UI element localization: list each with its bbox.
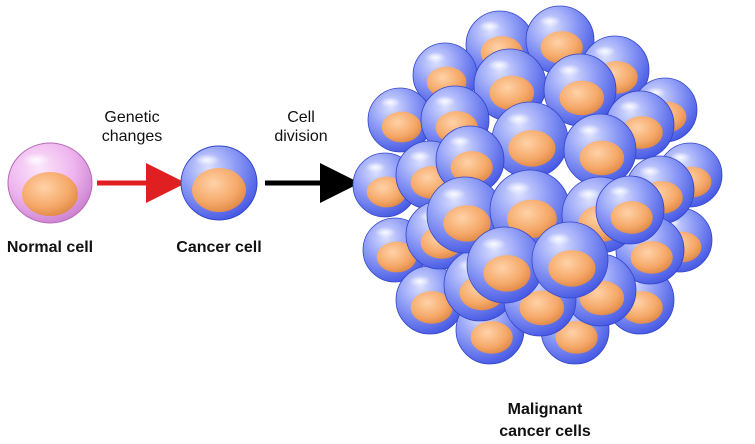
malignant-cells-line1: Malignant (507, 401, 583, 418)
malignant-cell-icon (531, 221, 609, 299)
malignant-cell-icon (367, 87, 433, 153)
malignant-cell-icon (595, 175, 665, 245)
normal-cell-label-text: Normal cell (6, 239, 94, 256)
normal-cell-icon (7, 142, 93, 224)
malignant-cell-cluster (352, 5, 723, 365)
genetic-changes-label: Genetic changes (82, 108, 182, 146)
cell-division-line1: Cell (287, 109, 315, 126)
malignant-cells-line2: cancer cells (499, 422, 591, 440)
cancer-cell-icon (180, 145, 258, 221)
genetic-changes-line2: changes (101, 128, 163, 146)
malignant-cell-icon (491, 101, 569, 179)
normal-cell-label: Normal cell (0, 238, 100, 257)
malignant-cells-label: Malignant cancer cells (470, 399, 620, 442)
cell-division-line2: division (274, 128, 328, 146)
malignant-cell-icon (543, 53, 617, 127)
cell-division-label: Cell division (255, 108, 347, 146)
cancer-cell-label-text: Cancer cell (176, 239, 262, 256)
genetic-changes-line1: Genetic (104, 109, 160, 126)
malignant-cell-icon (563, 113, 637, 187)
malignant-cell-icon (466, 226, 544, 304)
malignant-cell-icon (435, 125, 505, 195)
cancer-cell-label: Cancer cell (160, 238, 278, 257)
